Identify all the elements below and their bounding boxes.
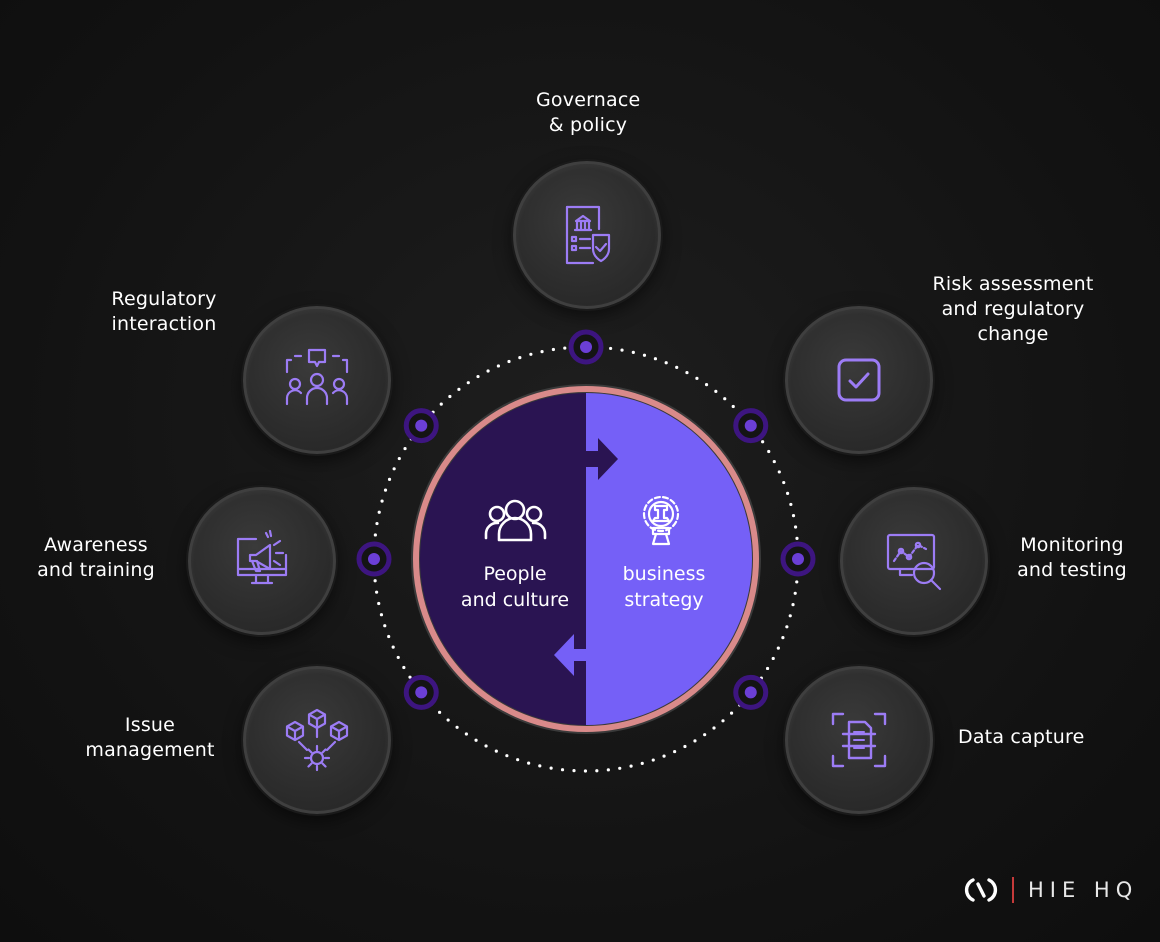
document-scan-icon bbox=[831, 712, 887, 768]
arrow-right-icon bbox=[586, 438, 618, 480]
connector-regulatory-dot bbox=[415, 419, 428, 432]
label-regulatory-line-1: Regulatory bbox=[111, 288, 217, 310]
label-governance-line-1: Governace bbox=[536, 89, 641, 111]
label-awareness-line-2: and training bbox=[37, 559, 155, 581]
node-regulatory-interaction bbox=[243, 306, 391, 454]
label-issue-line-1: Issue bbox=[124, 714, 176, 736]
label-data-capture: Data capture bbox=[958, 725, 1088, 750]
label-monitoring: Monitoring and testing bbox=[1016, 533, 1128, 583]
connector-risk-dot bbox=[744, 419, 757, 432]
label-risk-line-1: Risk assessment bbox=[932, 273, 1094, 295]
node-data-capture bbox=[785, 666, 933, 814]
connector-awareness-dot bbox=[368, 553, 380, 565]
connector-data-dot bbox=[744, 686, 757, 699]
connector-issue-dot bbox=[415, 686, 428, 699]
label-monitoring-line-2: and testing bbox=[1017, 559, 1127, 581]
label-risk-line-2: and regulatory bbox=[941, 298, 1085, 320]
logo-text: HIE HQ bbox=[1028, 878, 1139, 902]
label-issue-management: Issue management bbox=[82, 713, 218, 763]
label-awareness-line-1: Awareness bbox=[44, 534, 148, 556]
logo-separator bbox=[1012, 877, 1014, 903]
center-right-line-2: strategy bbox=[624, 589, 704, 611]
hie-logo-icon bbox=[964, 878, 998, 902]
center-pink-ring bbox=[413, 386, 759, 732]
monitor-magnifier-icon bbox=[886, 533, 942, 591]
megaphone-monitor-icon bbox=[236, 529, 288, 585]
policy-document-icon bbox=[565, 205, 611, 265]
cubes-gear-icon bbox=[285, 708, 349, 772]
strategy-gear-icon bbox=[642, 495, 680, 546]
label-issue-line-2: management bbox=[85, 739, 215, 761]
center-left-label: People and culture bbox=[440, 561, 590, 613]
label-risk-line-3: change bbox=[977, 323, 1049, 345]
people-chat-icon bbox=[285, 348, 349, 406]
center-right-line-1: business bbox=[622, 563, 706, 585]
label-risk-assessment: Risk assessment and regulatory change bbox=[928, 272, 1098, 347]
connector-monitoring-dot bbox=[792, 553, 804, 565]
people-icon bbox=[484, 499, 547, 542]
label-governance: Governace & policy bbox=[536, 88, 640, 138]
label-regulatory-interaction: Regulatory interaction bbox=[110, 287, 218, 337]
brand-logo: HIE HQ bbox=[964, 876, 1138, 904]
label-awareness: Awareness and training bbox=[30, 533, 162, 583]
node-awareness bbox=[188, 487, 336, 635]
checkbox-icon bbox=[837, 358, 881, 402]
center-left-line-1: People bbox=[483, 563, 547, 585]
label-regulatory-line-2: interaction bbox=[111, 313, 217, 335]
label-governance-line-2: & policy bbox=[548, 114, 628, 136]
node-monitoring bbox=[840, 487, 988, 635]
center-left-line-2: and culture bbox=[460, 589, 570, 611]
node-issue-management bbox=[243, 666, 391, 814]
connector-governance-dot bbox=[580, 341, 592, 353]
node-governance bbox=[513, 161, 661, 309]
label-data-line-1: Data capture bbox=[958, 726, 1085, 748]
center-right-label: business strategy bbox=[592, 561, 736, 613]
label-monitoring-line-1: Monitoring bbox=[1020, 534, 1124, 556]
arrow-left-icon bbox=[554, 634, 586, 676]
node-risk-assessment bbox=[785, 306, 933, 454]
